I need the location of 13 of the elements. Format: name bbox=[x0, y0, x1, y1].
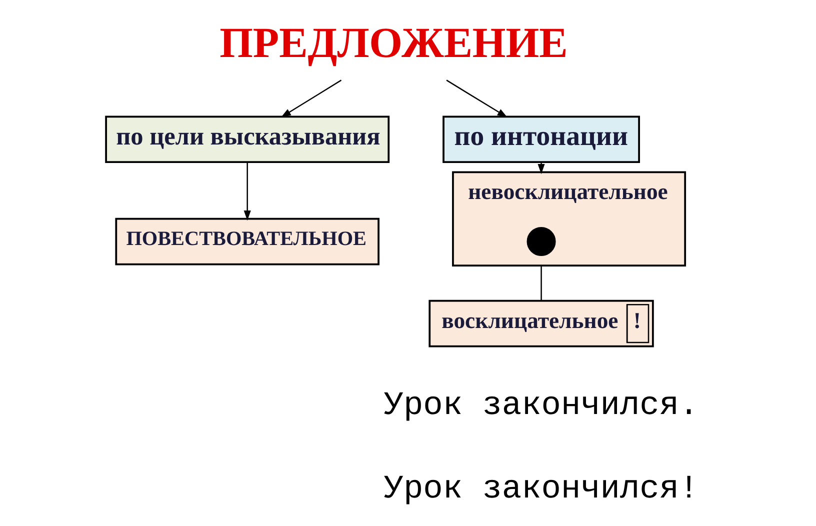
node-box: восклицательное ! bbox=[428, 300, 654, 348]
connector bbox=[540, 266, 542, 301]
cluster: невосклицательное bbox=[452, 171, 686, 266]
arrow bbox=[243, 162, 250, 221]
node-circle bbox=[526, 227, 556, 256]
node-box: по цели высказывания bbox=[104, 116, 390, 164]
label: Урок закончился. bbox=[383, 387, 698, 424]
arrow bbox=[446, 80, 507, 118]
arrow bbox=[537, 162, 544, 174]
arrow bbox=[280, 80, 342, 118]
label: Урок закончился! bbox=[383, 470, 698, 508]
node-text: ПРЕДЛОЖЕНИЕ bbox=[219, 20, 568, 67]
node-box: ПОВЕСТВОВАТЕЛЬНОЕ bbox=[114, 218, 379, 266]
